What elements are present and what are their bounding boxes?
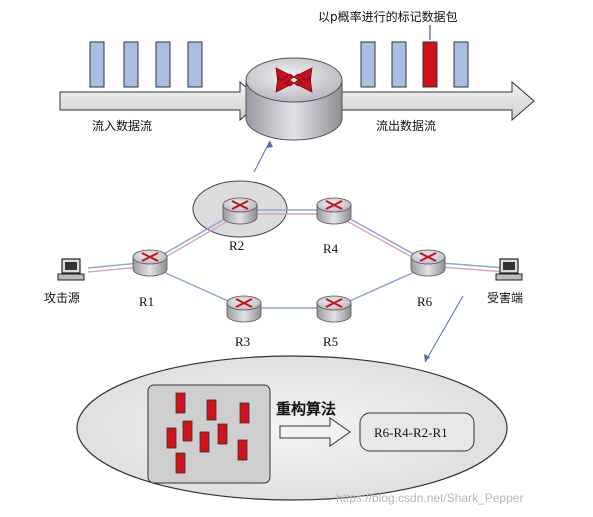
attacker-label: 攻击源 (44, 291, 80, 305)
path-result-text: R6-R4-R2-R1 (374, 425, 448, 440)
marked-packet (237, 439, 248, 461)
outflow-packets (360, 41, 469, 88)
router-label-r4: R4 (323, 241, 339, 256)
router-label-r6: R6 (417, 294, 433, 309)
path-result-box (359, 412, 475, 452)
big-router-icon (245, 57, 343, 141)
inflow-packets (89, 41, 203, 88)
marked-packet (239, 402, 250, 424)
marked-packet (199, 431, 210, 453)
router-r5 (316, 295, 352, 323)
router-r6 (410, 249, 446, 277)
packet (187, 41, 203, 88)
packet (453, 41, 469, 88)
packet (360, 41, 376, 88)
collected-marked-packets (166, 392, 250, 474)
algorithm-arrow (279, 417, 351, 447)
victim-connector (424, 295, 464, 363)
packet (123, 41, 139, 88)
attacker-computer-icon (57, 258, 85, 281)
algorithm-label: 重构算法 (276, 400, 336, 418)
victim-computer-icon (495, 258, 523, 281)
marked-packet (217, 423, 228, 445)
router-label-r3: R3 (235, 334, 250, 349)
marked-packet (206, 399, 217, 421)
zoom-connector-arrowhead (266, 141, 273, 148)
outflow-arrow (339, 80, 535, 122)
victim-label: 受害端 (487, 290, 523, 305)
router-label-r1: R1 (139, 294, 154, 309)
watermark: https://blog.csdn.net/Shark_Pepper (336, 491, 523, 505)
router-label-r5: R5 (323, 334, 338, 349)
marked-packet (166, 427, 177, 449)
outflow-label: 流出数据流 (376, 118, 436, 133)
packet (89, 41, 105, 88)
router-r2 (222, 197, 258, 225)
packet (391, 41, 407, 88)
inflow-arrow (59, 80, 263, 122)
inflow-label: 流入数据流 (92, 118, 152, 133)
normal-path (149, 265, 429, 309)
marked-packet (175, 392, 186, 414)
packet (155, 41, 171, 88)
victim-connector-arrowhead (424, 354, 430, 362)
router-r4 (316, 197, 352, 225)
marked-packet (422, 41, 438, 88)
marked-packet-label: 以p概率进行的标记数据包 (318, 9, 458, 24)
router-r3 (226, 295, 262, 323)
marked-packet (175, 452, 186, 474)
marked-packet (182, 420, 193, 442)
router-label-r2: R2 (229, 238, 244, 253)
router-r1 (132, 249, 168, 277)
